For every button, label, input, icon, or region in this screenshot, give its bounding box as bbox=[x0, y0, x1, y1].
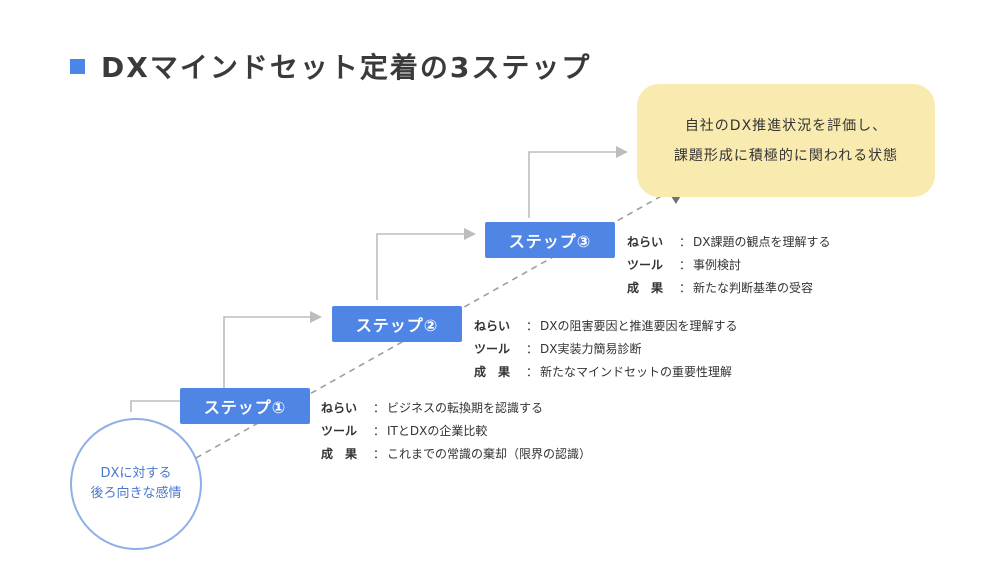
step-2-result: 新たなマインドセットの重要性理解 bbox=[540, 365, 733, 379]
aim-key: ねらい bbox=[321, 401, 358, 415]
result-key: 成 果 bbox=[474, 365, 511, 379]
title-row: DXマインドセット定着の3ステップ bbox=[70, 46, 591, 86]
connector-step3-goal bbox=[528, 146, 628, 218]
tool-key: ツール bbox=[627, 258, 664, 272]
step-3-aim: DX課題の観点を理解する bbox=[693, 235, 831, 249]
connector-start-step1 bbox=[130, 400, 180, 412]
step-1-box: ステップ① bbox=[180, 388, 310, 424]
connector-step2-step3 bbox=[376, 228, 476, 300]
aim-key: ねらい bbox=[627, 235, 664, 249]
start-line-2: 後ろ向きな感情 bbox=[90, 486, 182, 501]
step-3-details: ねらい：DX課題の観点を理解する ツール：事例検討 成 果：新たな判断基準の受容 bbox=[627, 231, 830, 300]
step-2-details: ねらい：DXの阻害要因と推進要因を理解する ツール：DX実装力簡易診断 成 果：… bbox=[474, 315, 737, 384]
start-line-1: DXに対する bbox=[100, 466, 172, 481]
page-title: DXマインドセット定着の3ステップ bbox=[101, 51, 592, 84]
step-3-tool: 事例検討 bbox=[693, 258, 742, 272]
tool-key: ツール bbox=[321, 424, 358, 438]
goal-state-box: 自社のDX推進状況を評価し、 課題形成に積極的に関われる状態 bbox=[637, 84, 935, 197]
step-1-details: ねらい：ビジネスの転換期を認識する ツール：ITとDXの企業比較 成 果：これま… bbox=[321, 397, 591, 466]
step-1-tool: ITとDXの企業比較 bbox=[387, 424, 488, 438]
goal-line-1: 自社のDX推進状況を評価し、 bbox=[684, 117, 888, 134]
step-3-result: 新たな判断基準の受容 bbox=[693, 281, 814, 295]
start-state-circle: DXに対する 後ろ向きな感情 bbox=[70, 418, 202, 550]
aim-key: ねらい bbox=[474, 319, 511, 333]
step-2-tool: DX実装力簡易診断 bbox=[540, 342, 642, 356]
result-key: 成 果 bbox=[627, 281, 664, 295]
step-1-result: これまでの常識の棄却（限界の認識） bbox=[387, 447, 592, 461]
tool-key: ツール bbox=[474, 342, 511, 356]
title-bullet-icon bbox=[70, 58, 85, 74]
goal-line-2: 課題形成に積極的に関われる状態 bbox=[673, 147, 899, 164]
step-2-box: ステップ② bbox=[332, 306, 462, 342]
step-2-aim: DXの阻害要因と推進要因を理解する bbox=[540, 319, 738, 333]
connector-step1-step2 bbox=[223, 311, 322, 388]
step-3-box: ステップ③ bbox=[485, 222, 615, 258]
result-key: 成 果 bbox=[321, 447, 358, 461]
step-1-aim: ビジネスの転換期を認識する bbox=[387, 401, 544, 415]
